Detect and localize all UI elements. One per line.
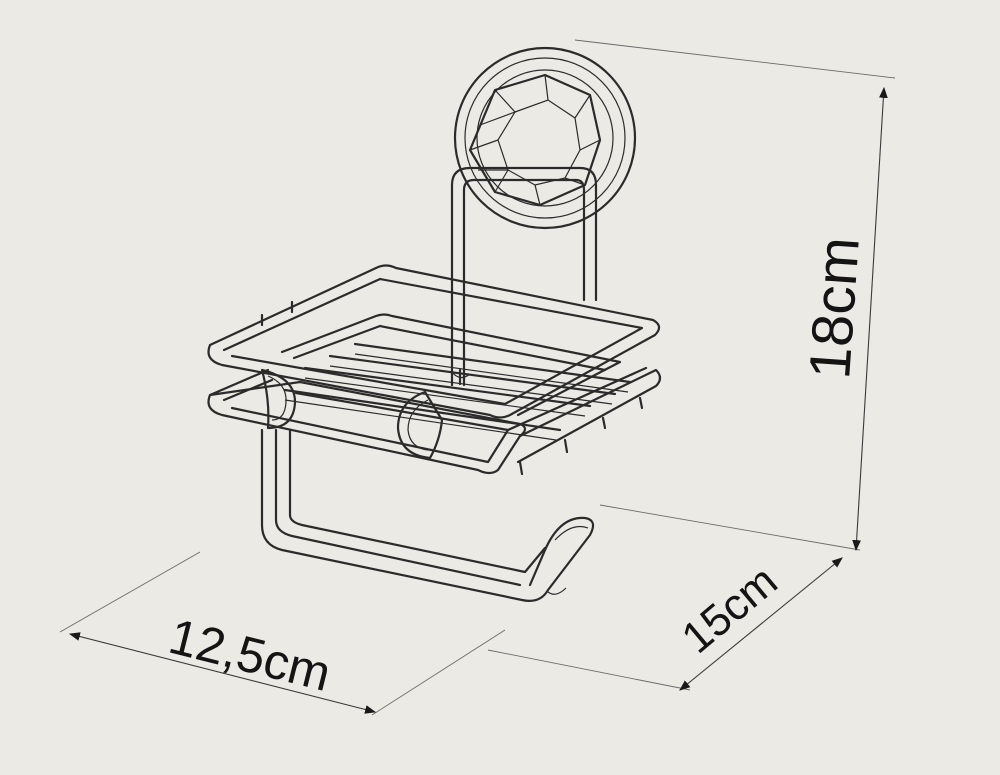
suction-mount: [453, 46, 637, 230]
front-clips: [260, 368, 444, 460]
mount-knob: [468, 73, 602, 207]
height-label: 18cm: [797, 234, 872, 381]
depth-dimension: [487, 557, 843, 691]
shelf-frame-top: [207, 264, 661, 419]
shelf-slats: [283, 342, 632, 441]
shelf-stubs: [260, 300, 644, 476]
paper-arm: [260, 428, 595, 602]
height-dimension: [574, 39, 896, 552]
width-dimension: [59, 551, 506, 716]
